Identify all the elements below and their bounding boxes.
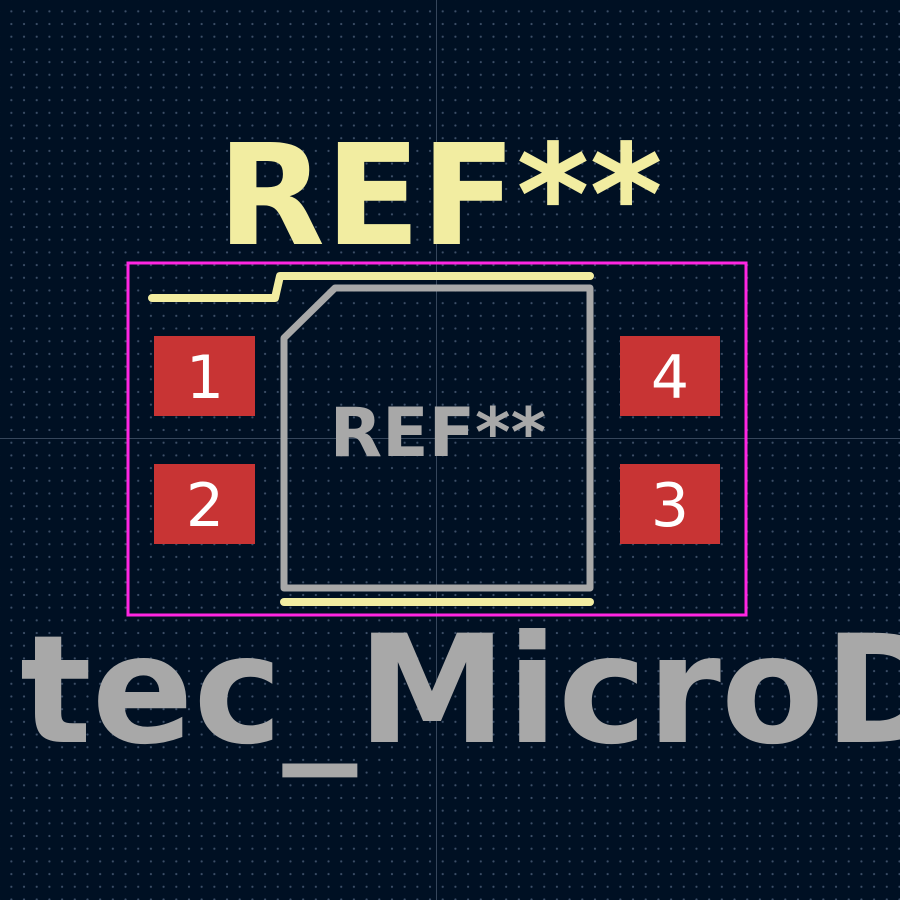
pad-3[interactable]: 3	[620, 464, 720, 544]
pad-1-number: 1	[186, 343, 224, 413]
pad-4-number: 4	[651, 343, 689, 413]
crosshair-vertical	[436, 0, 437, 900]
pad-1[interactable]: 1	[154, 336, 255, 416]
footprint-value-label[interactable]: tec_MicroDil	[20, 604, 900, 778]
reference-silkscreen-label[interactable]: REF**	[217, 115, 663, 278]
pad-3-number: 3	[651, 471, 689, 541]
courtyard-outline	[126, 261, 748, 617]
crosshair-horizontal	[0, 438, 900, 439]
silkscreen-top-line	[148, 272, 594, 302]
pad-2[interactable]: 2	[154, 464, 255, 544]
pad-4[interactable]: 4	[620, 336, 720, 416]
fabrication-body-outline	[280, 284, 594, 592]
pad-2-number: 2	[186, 471, 224, 541]
reference-fabrication-label[interactable]: REF**	[330, 394, 546, 473]
